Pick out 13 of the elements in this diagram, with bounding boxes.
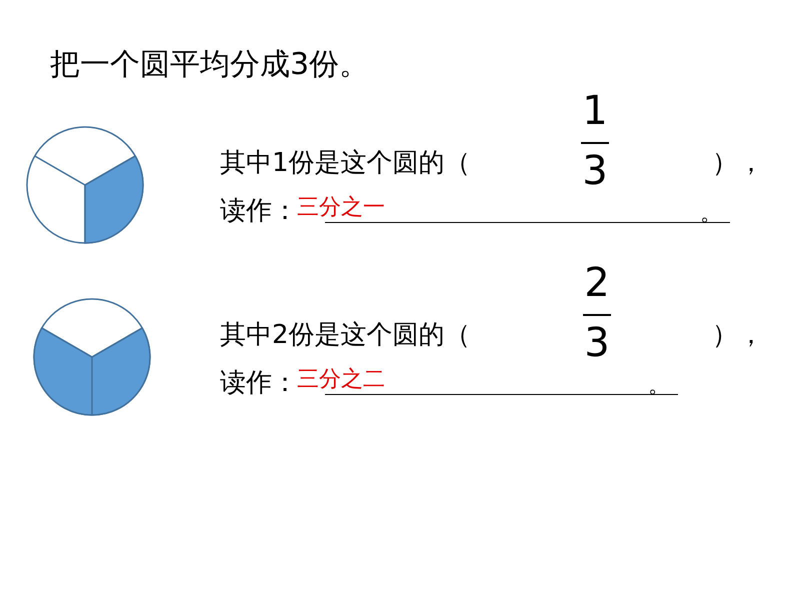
question-text: 读作：: [220, 195, 298, 228]
question-text: 读作：: [220, 367, 298, 400]
answer-text: 三分之一: [297, 194, 385, 222]
question-text: ），: [712, 319, 764, 352]
question-text: 其中2份是这个圆的（: [220, 319, 471, 352]
fraction-numerator: 2: [583, 260, 611, 306]
question-text: 其中1份是这个圆的（: [220, 147, 471, 180]
answer-text: 三分之二: [297, 366, 385, 394]
title: 把一个圆平均分成3份。: [50, 46, 370, 84]
fraction-denominator: 3: [581, 148, 609, 194]
question-text: ），: [712, 147, 764, 180]
fraction-denominator: 3: [583, 320, 611, 366]
fraction-numerator: 1: [581, 88, 609, 134]
